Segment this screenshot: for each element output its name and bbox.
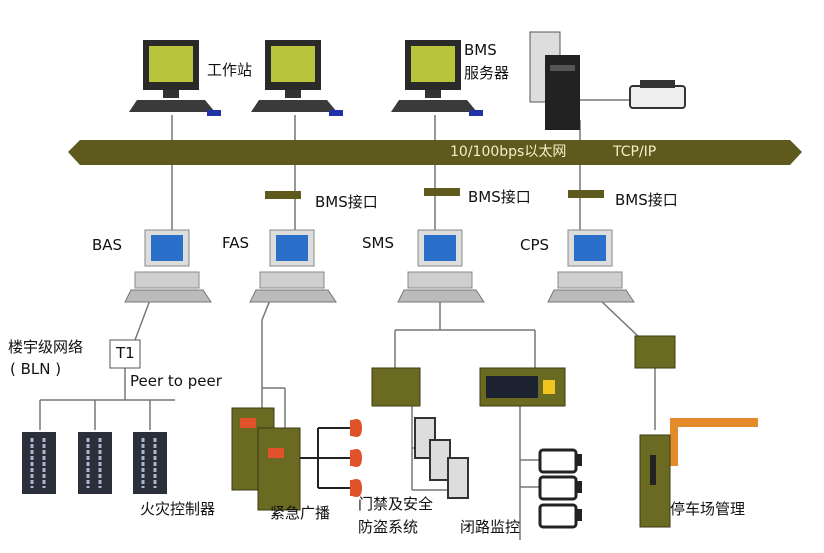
bms-interface-label-1: BMS接口	[315, 193, 378, 211]
server-tower	[529, 31, 580, 130]
cctv-label: 闭路监控	[460, 518, 521, 536]
bms-interface-1	[265, 191, 301, 199]
bus-label: 10/100bps以太网	[450, 144, 567, 160]
door-readers	[414, 417, 469, 499]
access-label-2: 防盗系统	[358, 518, 419, 536]
fire-controller-3	[131, 430, 169, 496]
bus-protocol: TCP/IP	[613, 144, 657, 160]
speaker-icons	[350, 419, 362, 497]
bln-abbr: ( BLN )	[10, 360, 62, 378]
cps-computer	[547, 229, 635, 303]
bms-interface-label-2: BMS接口	[468, 188, 531, 206]
links	[39, 99, 656, 540]
fire-controller-label: 火灾控制器	[140, 500, 216, 518]
t1-node	[109, 339, 141, 369]
cps-label: CPS	[520, 236, 550, 254]
camera-3	[538, 503, 584, 529]
bln-label: 楼宇级网络	[8, 338, 84, 356]
sms-computer	[397, 229, 485, 303]
fas-label: FAS	[222, 234, 250, 252]
bms-interface-label-3: BMS接口	[615, 191, 678, 209]
sms-label: SMS	[362, 234, 394, 252]
bms-interface-2	[424, 188, 460, 196]
cctv-controller	[479, 367, 566, 407]
camera-1	[538, 448, 584, 474]
speaker-wiring	[300, 427, 350, 489]
access-label-1: 门禁及安全	[358, 495, 434, 513]
t1-label: T1	[116, 344, 135, 362]
parking-controller	[634, 335, 676, 369]
parking-label: 停车场管理	[670, 500, 746, 518]
bms-interface-3	[568, 190, 604, 198]
fire-controller-1	[20, 430, 58, 496]
access-controller	[371, 367, 421, 407]
parking-barrier	[639, 418, 758, 528]
printer-icon	[629, 80, 686, 109]
bas-label: BAS	[92, 236, 123, 254]
workstation-label: 工作站	[207, 61, 253, 79]
broadcast-cabinets	[231, 407, 301, 511]
bas-computer	[124, 229, 212, 303]
camera-2	[538, 475, 584, 501]
workstation-2	[251, 40, 343, 116]
peer-to-peer-label: Peer to peer	[130, 372, 222, 390]
fas-computer	[249, 229, 337, 303]
server-label-1: BMS	[464, 41, 497, 59]
server-label-2: 服务器	[464, 64, 510, 82]
fire-controller-2	[76, 430, 114, 496]
ethernet-bus	[68, 140, 802, 165]
broadcast-label: 紧急广播	[270, 504, 331, 522]
